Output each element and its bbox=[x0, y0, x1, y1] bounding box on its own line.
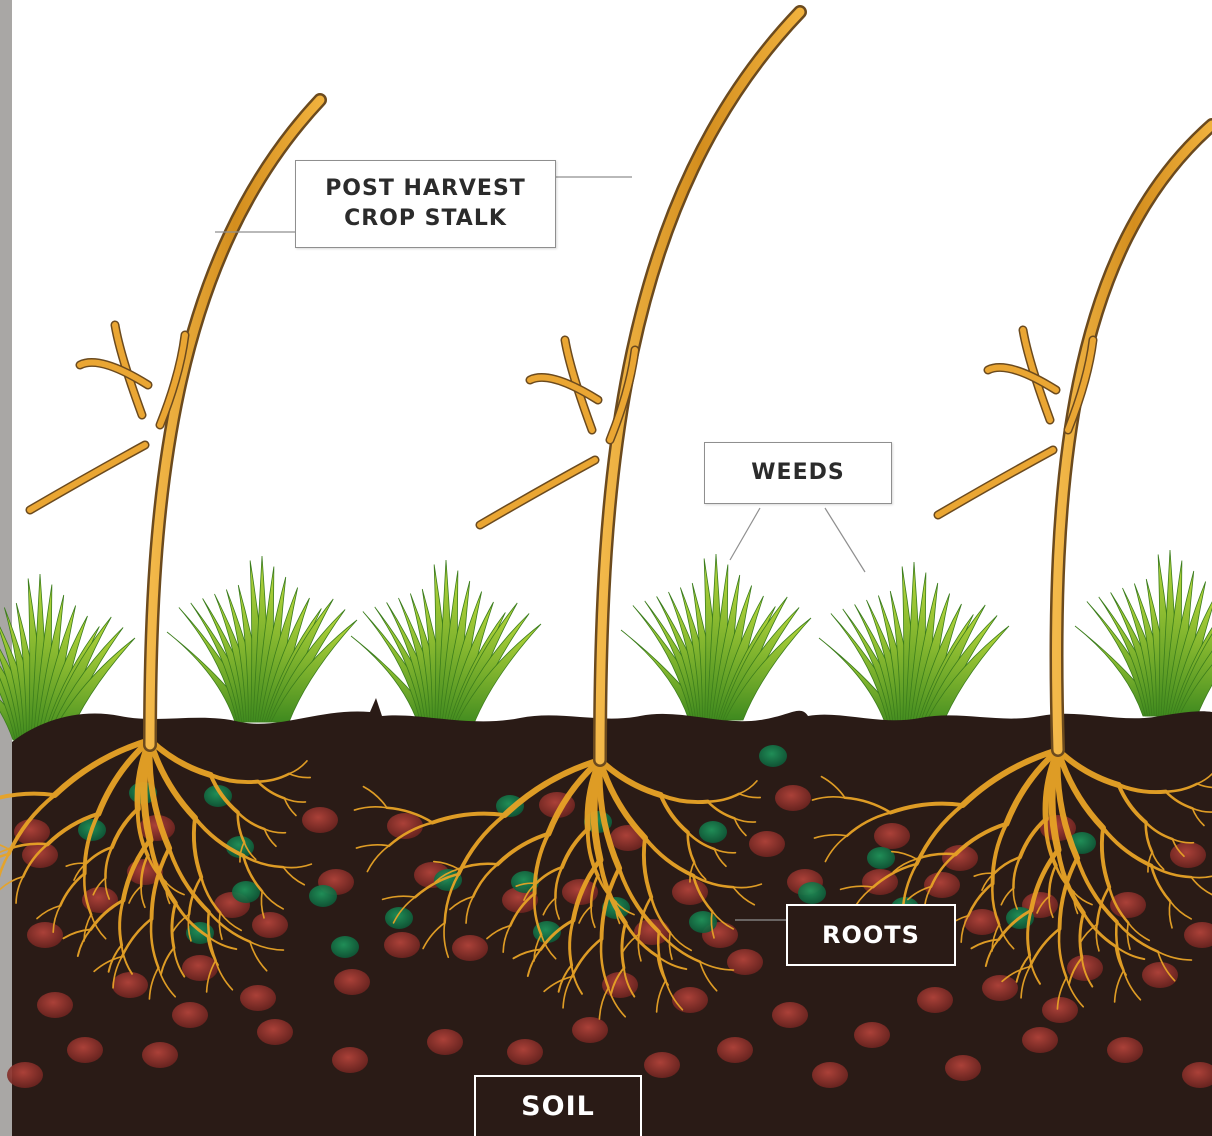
soil-particle-red bbox=[572, 1017, 608, 1043]
soil-particle-red bbox=[727, 949, 763, 975]
soil-particle-green bbox=[759, 745, 787, 767]
soil-particle-red bbox=[27, 922, 63, 948]
soil-particle-red bbox=[1042, 997, 1078, 1023]
weeds-connector-left bbox=[730, 508, 760, 560]
soil-label: SOIL bbox=[474, 1075, 642, 1136]
soil-particle-red bbox=[142, 1042, 178, 1068]
soil-particle-red bbox=[1022, 1027, 1058, 1053]
stalk-leaf bbox=[938, 450, 1053, 515]
soil-particle-green bbox=[699, 821, 727, 843]
soil-particle-red bbox=[812, 1062, 848, 1088]
soil-particle-red bbox=[749, 831, 785, 857]
soil-particle-red bbox=[644, 1052, 680, 1078]
weed-clump bbox=[621, 554, 811, 720]
soil-particle-green bbox=[309, 885, 337, 907]
soil-particle-red bbox=[334, 969, 370, 995]
soil-particle-red bbox=[982, 975, 1018, 1001]
crop-stalks-group bbox=[30, 12, 1212, 760]
soil-particle-red bbox=[302, 807, 338, 833]
weed-clump bbox=[167, 556, 357, 722]
weed-clump bbox=[1075, 550, 1212, 716]
soil-particle-red bbox=[384, 932, 420, 958]
soil-particle-red bbox=[775, 785, 811, 811]
soil-particle-red bbox=[22, 842, 58, 868]
soil-particle-red bbox=[874, 823, 910, 849]
roots-label: ROOTS bbox=[786, 904, 956, 966]
post-harvest-crop-stalk-label: POST HARVEST CROP STALK bbox=[295, 160, 556, 248]
weed-clump bbox=[351, 560, 541, 726]
soil-particle-red bbox=[67, 1037, 103, 1063]
soil-particle-green bbox=[385, 907, 413, 929]
soil-particle-red bbox=[672, 987, 708, 1013]
soil-particle-red bbox=[452, 935, 488, 961]
soil-particle-red bbox=[772, 1002, 808, 1028]
stalk-leaf bbox=[480, 460, 595, 525]
soil-particle-red bbox=[240, 985, 276, 1011]
soil-particle-red bbox=[1142, 962, 1178, 988]
soil-particle-red bbox=[37, 992, 73, 1018]
weeds-label: WEEDS bbox=[704, 442, 892, 504]
soil-particle-red bbox=[427, 1029, 463, 1055]
soil-particle-green bbox=[331, 936, 359, 958]
weed-clump bbox=[819, 562, 1009, 728]
stalk-leaf bbox=[30, 445, 145, 510]
soil-particle-green bbox=[867, 847, 895, 869]
soil-particle-red bbox=[945, 1055, 981, 1081]
soil-particle-red bbox=[672, 879, 708, 905]
soil-particle-red bbox=[257, 1019, 293, 1045]
soil-particle-green bbox=[798, 882, 826, 904]
weeds-connector-right bbox=[825, 508, 865, 572]
soil-particle-red bbox=[917, 987, 953, 1013]
soil-particle-red bbox=[7, 1062, 43, 1088]
soil-particle-red bbox=[1107, 1037, 1143, 1063]
soil-particle-red bbox=[1067, 955, 1103, 981]
soil-particle-red bbox=[112, 972, 148, 998]
soil-particle-red bbox=[717, 1037, 753, 1063]
soil-particle-red bbox=[172, 1002, 208, 1028]
soil-particle-red bbox=[924, 872, 960, 898]
soil-particle-red bbox=[854, 1022, 890, 1048]
left-edge-bar bbox=[0, 0, 12, 1136]
soil-particle-red bbox=[332, 1047, 368, 1073]
soil-particle-red bbox=[507, 1039, 543, 1065]
soil-particle-red bbox=[252, 912, 288, 938]
